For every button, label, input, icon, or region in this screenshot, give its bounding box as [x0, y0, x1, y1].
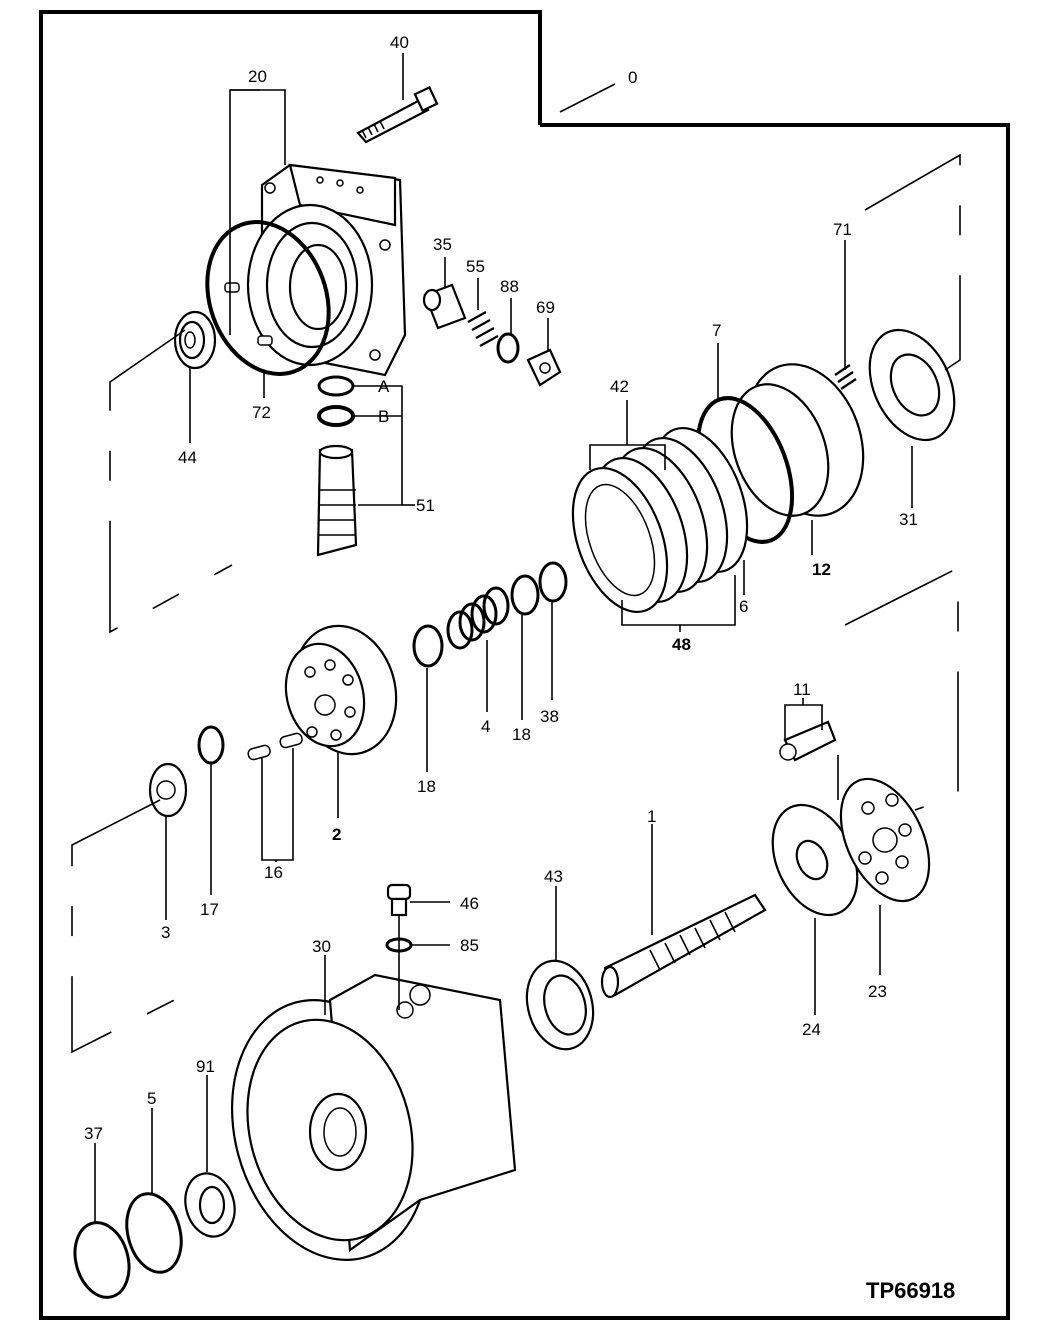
- part-2-cylinder-block: [284, 624, 398, 756]
- part-11-pistons: [779, 720, 837, 762]
- callout-18-b: 18: [512, 725, 531, 744]
- part-37-snap-ring: [73, 1221, 131, 1299]
- part-51-valve: [316, 444, 358, 557]
- part-40-bolt: [356, 86, 439, 144]
- callout-30: 30: [312, 937, 331, 956]
- part-24-thrust-plate: [771, 803, 859, 917]
- callout-42: 42: [610, 377, 629, 396]
- callout-a: A: [378, 377, 390, 396]
- callout-2: 2: [332, 825, 341, 844]
- part-b-ring: [317, 405, 355, 427]
- callout-1: 1: [647, 807, 656, 826]
- callout-38: 38: [540, 707, 559, 726]
- part-20-housing: [246, 163, 407, 377]
- part-23-swash-plate: [839, 777, 931, 903]
- callout-b: B: [378, 407, 389, 426]
- part-55-spring: [467, 311, 499, 347]
- part-1-shaft: [600, 893, 767, 999]
- part-38-snap-ring: [538, 561, 568, 603]
- part-43-bearing: [525, 959, 595, 1051]
- callout-51: 51: [416, 496, 435, 515]
- callout-35: 35: [433, 235, 452, 254]
- part-31-plate: [868, 328, 956, 442]
- callout-18-a: 18: [417, 777, 436, 796]
- part-91-seal: [184, 1172, 236, 1238]
- callout-37: 37: [84, 1124, 103, 1143]
- callout-12: 12: [812, 560, 831, 579]
- part-4-spring: [446, 586, 510, 650]
- part-71-spring: [834, 364, 857, 390]
- part-35-spool: [422, 283, 467, 330]
- callout-40: 40: [390, 33, 409, 52]
- callout-7: 7: [712, 321, 721, 340]
- diagram-border: [39, 10, 1010, 1320]
- part-42-48-plates: [571, 426, 749, 614]
- callout-85: 85: [460, 936, 479, 955]
- callout-5: 5: [147, 1089, 156, 1108]
- callout-16: 16: [264, 863, 283, 882]
- part-3-spline: [148, 762, 188, 818]
- callout-6: 6: [739, 597, 748, 616]
- callout-44: 44: [178, 448, 197, 467]
- figure-reference: TP66918: [866, 1278, 955, 1303]
- callout-24: 24: [802, 1020, 821, 1039]
- part-46-plug: [386, 883, 412, 917]
- part-5-shim: [125, 1192, 183, 1274]
- leader-lines: [94, 53, 913, 1222]
- part-12-piston: [730, 363, 865, 517]
- callout-55: 55: [466, 257, 485, 276]
- part-18-washer-a: [412, 624, 444, 668]
- callout-31: 31: [899, 510, 918, 529]
- callout-labels: 0 40 20 35 55 88 69 71 7 42 72 44 A B 51…: [84, 33, 918, 1143]
- callout-11: 11: [793, 680, 811, 699]
- callout-23: 23: [868, 982, 887, 1001]
- part-16-pins: [247, 732, 303, 761]
- part-72-o-ring: [205, 220, 331, 376]
- part-a-ring: [317, 375, 355, 397]
- callout-20: 20: [248, 67, 267, 86]
- part-69-plug: [526, 348, 562, 387]
- part-88-o-ring: [496, 332, 520, 364]
- callout-91: 91: [196, 1057, 215, 1076]
- part-17-ring: [197, 725, 225, 765]
- callout-4: 4: [481, 717, 490, 736]
- callout-3: 3: [161, 923, 170, 942]
- construction-lines: [71, 153, 961, 1054]
- callout-69: 69: [536, 298, 555, 317]
- callout-72: 72: [252, 403, 271, 422]
- callout-17: 17: [200, 900, 219, 919]
- callout-48: 48: [672, 635, 691, 654]
- part-18-washer-b: [510, 574, 540, 616]
- callout-46: 46: [460, 894, 479, 913]
- callout-71: 71: [833, 220, 852, 239]
- callout-0: 0: [628, 68, 637, 87]
- part-44-bearing: [173, 310, 217, 370]
- part-30-casing: [230, 973, 517, 1261]
- callout-43: 43: [544, 867, 563, 886]
- callout-88: 88: [500, 277, 519, 296]
